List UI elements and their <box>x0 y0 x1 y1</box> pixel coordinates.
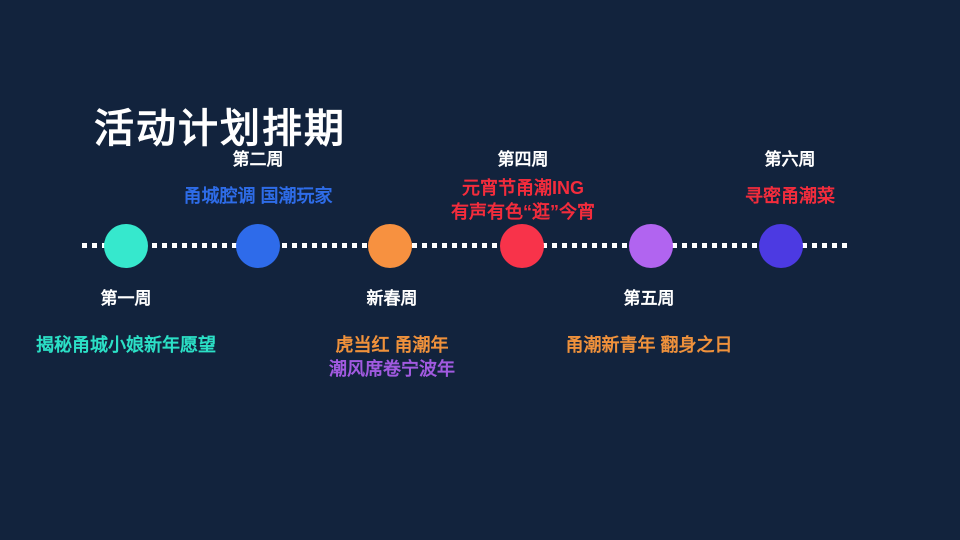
page-title: 活动计划排期 <box>94 107 346 151</box>
timeline-dot-week5 <box>629 224 673 268</box>
milestone-desc-line: 虎当红 甬潮年 <box>335 335 449 355</box>
milestone-descriptions: 元宵节甬潮ING 有声有色“逛”今宵 <box>451 176 595 224</box>
milestone-desc-line: 潮风席卷宁波年 <box>329 359 455 379</box>
milestone-desc-line: 甬潮新青年 翻身之日 <box>565 335 733 355</box>
milestone-descriptions: 虎当红 甬潮年 潮风席卷宁波年 <box>329 333 455 381</box>
milestone-desc-line: 揭秘甬城小娘新年愿望 <box>36 335 216 355</box>
week-label: 第四周 <box>497 150 549 169</box>
milestone-week1: 第一周 揭秘甬城小娘新年愿望 <box>36 289 216 357</box>
week-label: 第二周 <box>232 150 284 169</box>
milestone-week4: 第四周 元宵节甬潮ING 有声有色“逛”今宵 <box>451 150 595 224</box>
week-label: 第六周 <box>764 150 816 169</box>
timeline-dot-week3 <box>368 224 412 268</box>
milestone-desc-line: 元宵节甬潮ING <box>461 178 584 198</box>
week-label: 新春周 <box>366 289 418 308</box>
milestone-desc-line: 甬城腔调 国潮玩家 <box>183 186 333 206</box>
milestone-week5: 第五周 甬潮新青年 翻身之日 <box>565 289 732 357</box>
milestone-descriptions: 甬城腔调 国潮玩家 <box>183 184 332 208</box>
milestone-descriptions: 揭秘甬城小娘新年愿望 <box>36 333 216 357</box>
milestone-week2: 第二周 甬城腔调 国潮玩家 <box>183 150 332 208</box>
milestone-week3: 新春周 虎当红 甬潮年 潮风席卷宁波年 <box>329 289 455 381</box>
milestone-descriptions: 寻密甬潮菜 <box>745 184 835 208</box>
timeline-dot-week4 <box>500 224 544 268</box>
timeline-dot-week1 <box>104 224 148 268</box>
milestone-descriptions: 甬潮新青年 翻身之日 <box>565 333 732 357</box>
timeline-dot-week6 <box>759 224 803 268</box>
week-label: 第五周 <box>623 289 675 308</box>
timeline-dot-week2 <box>236 224 280 268</box>
milestone-week6: 第六周 寻密甬潮菜 <box>745 150 835 208</box>
week-label: 第一周 <box>100 289 152 308</box>
timeline-line <box>82 243 848 248</box>
milestone-desc-line: 有声有色“逛”今宵 <box>451 202 595 222</box>
milestone-desc-line: 寻密甬潮菜 <box>745 186 835 206</box>
